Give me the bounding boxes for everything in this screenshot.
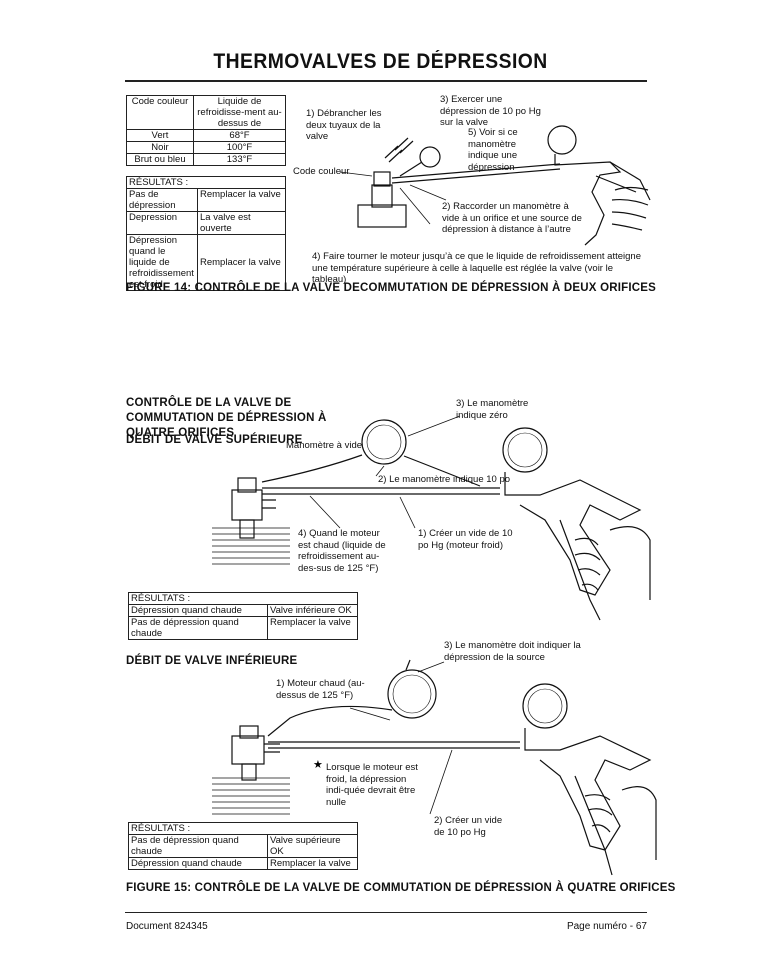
results-cell: Pas de dépression quand chaude <box>128 834 268 858</box>
results-cell: La valve est ouverte <box>197 211 286 235</box>
lower-valve <box>231 735 265 765</box>
fig14-caption: FIGURE 14: CONTRÔLE DE LA VALVE DECOMMUT… <box>126 282 656 294</box>
color-table-cell: 133°F <box>193 153 286 166</box>
lower-valve-subheading: DÉBIT DE VALVE INFÉRIEURE <box>126 655 298 667</box>
color-table-header-code: Code couleur <box>126 95 194 130</box>
results-cell: Pas de dépression <box>126 188 198 212</box>
fig14-step5-label: 5) Voir si ce manomètre indique une dépr… <box>468 127 518 173</box>
lower-gauge <box>387 669 437 719</box>
lower-step2-label: 2) Créer un vide de 10 po Hg <box>434 815 503 838</box>
results-header: RÉSULTATS : <box>128 592 358 605</box>
results-cell: Valve supérieure OK <box>267 834 358 858</box>
color-table-cell: 68°F <box>193 129 286 142</box>
fig14-step4-label: 4) Faire tourner le moteur jusqu’à ce qu… <box>312 251 641 285</box>
color-table-cell: Vert <box>126 129 194 142</box>
upper-step4-label: 4) Quand le moteur est chaud (liquide de… <box>298 528 386 574</box>
fig15-caption: FIGURE 15: CONTRÔLE DE LA VALVE DE COMMU… <box>126 882 676 894</box>
color-code-table: Code couleur Liquide de refroidisse-ment… <box>126 95 286 166</box>
lower-results-table: RÉSULTATS : Pas de dépression quand chau… <box>128 822 358 870</box>
footer-document: Document 824345 <box>126 921 208 932</box>
star-icon: ★ <box>313 758 323 771</box>
results-cell: Remplacer la valve <box>197 188 286 212</box>
footer-page-number: Page numéro - 67 <box>566 921 647 932</box>
color-table-cell: Noir <box>126 141 194 154</box>
results-header: RÉSULTATS : <box>128 822 358 835</box>
valve-body <box>357 204 407 228</box>
upper-step3-label: 3) Le manomètre indique zéro <box>456 398 529 421</box>
results-cell: Valve inférieure OK <box>267 604 358 617</box>
vacuum-gauge-label: Manomètre à vide <box>286 440 363 451</box>
pump-gauge <box>547 125 577 155</box>
lower-pump-gauge <box>522 683 568 729</box>
lower-step3-label: 3) Le manomètre doit indiquer la dépress… <box>444 640 581 663</box>
results-cell: Remplacer la valve <box>197 234 286 291</box>
results-header: RÉSULTATS : <box>126 176 286 189</box>
results-cell: Depression <box>126 211 198 235</box>
lower-step1-label: 1) Moteur chaud (au-dessus de 125 °F) <box>276 678 365 701</box>
color-table-cell: Brut ou bleu <box>126 153 194 166</box>
upper-pump-gauge <box>502 427 548 473</box>
upper-step1-label: 1) Créer un vide de 10 po Hg (moteur fro… <box>418 528 513 551</box>
color-table-cell: 100°F <box>193 141 286 154</box>
results-cell: Remplacer la valve <box>267 616 358 640</box>
color-table-header-temp: Liquide de refroidisse-ment au-dessus de <box>193 95 286 130</box>
fig15-heading: CONTRÔLE DE LA VALVE DE COMMUTATION DE D… <box>126 397 327 439</box>
results-cell: Remplacer la valve <box>267 857 358 870</box>
valve-stem <box>371 184 393 208</box>
valve-cap <box>373 171 391 187</box>
vacuum-gauge <box>361 419 407 465</box>
fig14-step3-label: 3) Exercer une dépression de 10 po Hg su… <box>440 94 541 128</box>
footer-rule <box>125 912 647 913</box>
results-cell: Dépression quand le liquide de refroidis… <box>126 234 198 291</box>
results-cell: Dépression quand chaude <box>128 604 268 617</box>
small-gauge <box>419 146 441 168</box>
fig14-step2-label: 2) Raccorder un manomètre à vide à un or… <box>442 201 582 235</box>
fig14-step1-label: 1) Débrancher les deux tuyaux de la valv… <box>306 108 382 142</box>
upper-valve-subheading: DÉBIT DE VALVE SUPÉRIEURE <box>126 434 303 446</box>
results-cell: Dépression quand chaude <box>128 857 268 870</box>
fig14-code-label: Code couleur <box>293 166 350 177</box>
upper-valve <box>231 489 263 521</box>
lower-note-label: Lorsque le moteur est froid, la dépressi… <box>326 762 418 808</box>
title-rule <box>125 80 647 82</box>
results-cell: Pas de dépression quand chaude <box>128 616 268 640</box>
upper-step2-label: 2) Le manomètre indique 10 po <box>378 474 511 485</box>
page-title: THERMOVALVES DE DÉPRESSION <box>213 50 548 73</box>
